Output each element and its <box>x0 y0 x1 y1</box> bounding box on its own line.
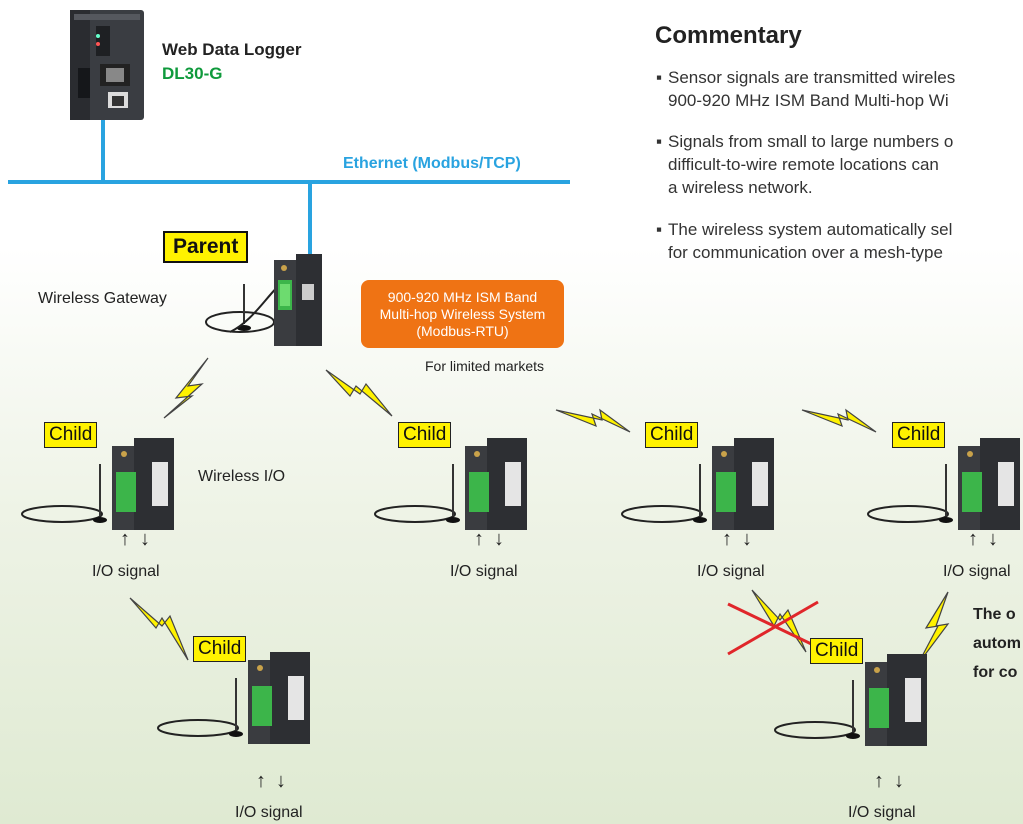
wireless-system-line1: 900-920 MHz ISM Band <box>387 288 538 305</box>
ethernet-label: Ethernet (Modbus/TCP) <box>343 155 521 172</box>
wireless-gateway-device <box>205 254 322 346</box>
data-logger-device <box>70 10 144 120</box>
io-signal-label: I/O signal <box>943 563 1011 580</box>
io-arrows-icon: ↑↓ <box>968 528 1008 550</box>
wireless-io-device <box>21 438 174 530</box>
bolt-icon <box>555 408 631 433</box>
io-arrows-icon: ↑↓ <box>474 528 514 550</box>
commentary-title: Commentary <box>655 22 802 49</box>
child-badge-2: Child <box>398 422 452 448</box>
bolt-icon <box>129 597 189 661</box>
child-badge-6: Child <box>810 638 864 664</box>
wireless-io-device <box>621 438 774 530</box>
logger-name: Web Data Logger <box>162 40 302 59</box>
wireless-io-device <box>374 438 527 530</box>
wireless-io-device <box>774 654 927 746</box>
wireless-io-label: Wireless I/O <box>198 468 286 485</box>
wireless-system-line3: (Modbus-RTU) <box>416 322 509 339</box>
io-arrows-icon: ↑↓ <box>120 528 160 550</box>
gateway-label: Wireless Gateway <box>38 290 167 307</box>
io-signal-label: I/O signal <box>450 563 518 580</box>
bolt-icon <box>325 369 393 417</box>
io-arrows-icon: ↑↓ <box>722 528 762 550</box>
logger-model: DL30-G <box>162 64 223 83</box>
parent-badge: Parent <box>163 231 249 263</box>
io-signal-label: I/O signal <box>697 563 765 580</box>
io-signal-label: I/O signal <box>235 804 303 821</box>
bolt-icon <box>801 408 877 433</box>
wireless-io-device <box>157 652 310 744</box>
wireless-system-box: 900-920 MHz ISM Band Multi-hop Wireless … <box>361 280 564 348</box>
io-arrows-icon: ↑↓ <box>256 770 296 792</box>
io-signal-label: I/O signal <box>848 804 916 821</box>
wireless-system-line2: Multi-hop Wireless System <box>379 305 546 322</box>
child-badge-5: Child <box>193 636 247 662</box>
child-badge-3: Child <box>645 422 699 448</box>
child-badge-1: Child <box>44 422 98 448</box>
child-badge-4: Child <box>892 422 946 448</box>
wireless-io-device <box>867 438 1020 530</box>
io-signal-label: I/O signal <box>92 563 160 580</box>
io-arrows-icon: ↑↓ <box>874 770 914 792</box>
callout-text: The o autom for co <box>973 606 1021 681</box>
bolt-icon <box>163 357 209 419</box>
limited-markets-note: For limited markets <box>425 358 545 374</box>
